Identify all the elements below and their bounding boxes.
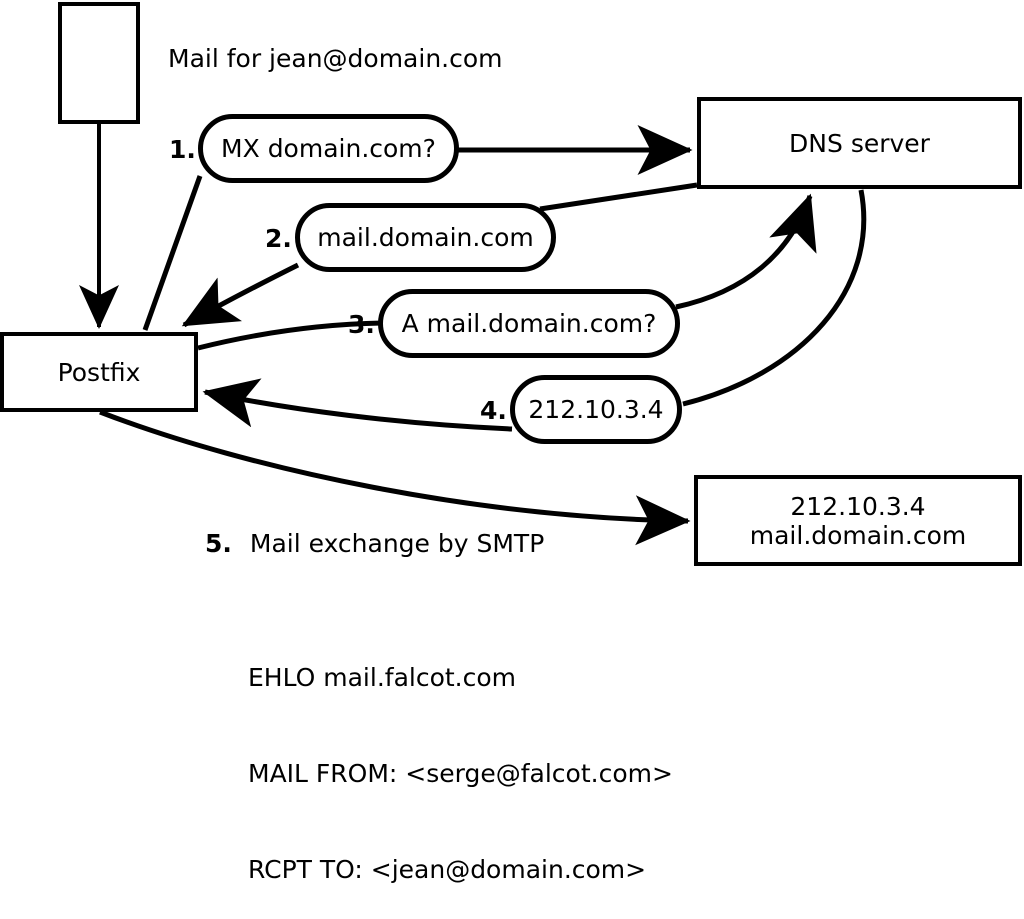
line-postfix-to-step3 xyxy=(197,320,383,351)
caption-mail-for: Mail for jean@domain.com xyxy=(168,44,503,73)
step-5-label: 5. Mail exchange by SMTP xyxy=(205,531,544,556)
node-postfix-label: Postfix xyxy=(57,357,141,387)
transcript-line: MAIL FROM: <serge@falcot.com> xyxy=(248,759,673,788)
step-5-text: Mail exchange by SMTP xyxy=(249,529,545,558)
line-dns-to-step4 xyxy=(682,189,867,407)
step-number-5: 5. xyxy=(205,529,232,558)
arrow-step3-to-dns xyxy=(675,193,817,310)
transcript-line: RCPT TO: <jean@domain.com> xyxy=(248,855,647,884)
step-number-1: 1. xyxy=(169,135,196,164)
node-target-ip: 212.10.3.4 xyxy=(790,491,926,521)
bubble-step-3: A mail.domain.com? xyxy=(378,289,680,358)
line-dns-to-step2 xyxy=(539,182,698,212)
step-number-2: 2. xyxy=(265,224,292,253)
smtp-transcript: EHLO mail.falcot.com MAIL FROM: <serge@f… xyxy=(248,598,673,919)
line-postfix-to-step1 xyxy=(142,175,203,331)
node-postfix: Postfix xyxy=(0,332,198,412)
node-client-host xyxy=(58,2,140,124)
bubble-step-1: MX domain.com? xyxy=(198,114,459,183)
step-number-3: 3. xyxy=(348,310,375,339)
transcript-line: EHLO mail.falcot.com xyxy=(248,663,517,692)
node-target-mail-server: 212.10.3.4 mail.domain.com xyxy=(694,475,1022,566)
node-dns-server-label: DNS server xyxy=(789,128,930,158)
node-dns-server: DNS server xyxy=(697,97,1022,189)
arrow-step2-to-postfix xyxy=(181,262,300,328)
arrow-step4-to-postfix xyxy=(202,378,513,432)
bubble-step-2: mail.domain.com xyxy=(295,203,556,272)
arrow-postfix-to-mailserver xyxy=(99,409,691,546)
node-target-hostname: mail.domain.com xyxy=(749,520,967,550)
step-number-4: 4. xyxy=(480,396,507,425)
bubble-step-4: 212.10.3.4 xyxy=(510,375,682,444)
